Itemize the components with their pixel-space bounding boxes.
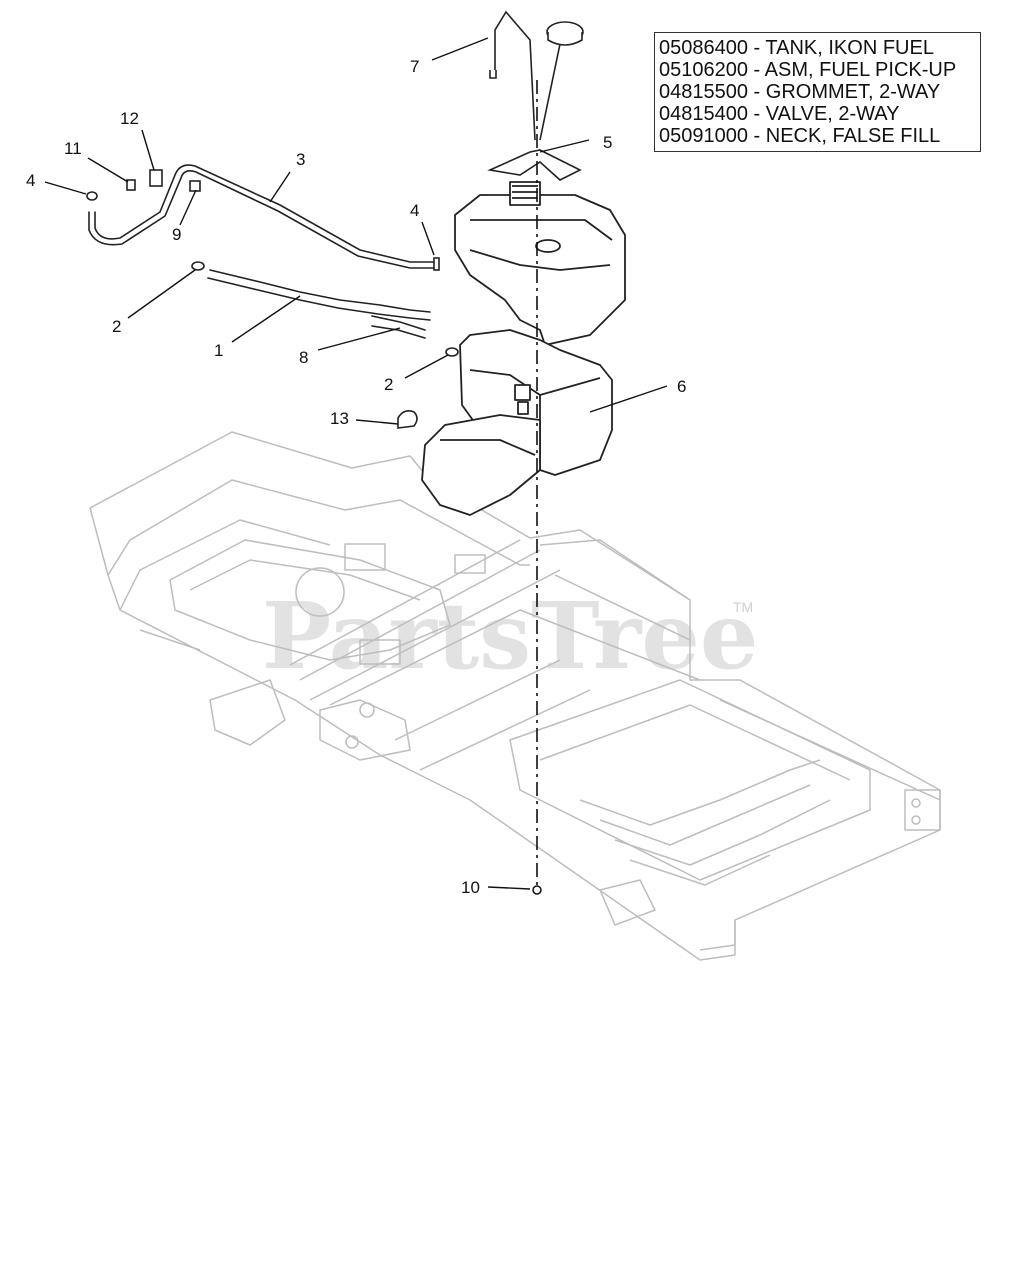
- callout-6: 6: [677, 377, 686, 396]
- legend-part-number: 05091000: [659, 125, 748, 147]
- callout-4-left: 4: [26, 171, 35, 190]
- parts-legend: 05086400 - TANK, IKON FUEL 05106200 - AS…: [654, 32, 981, 152]
- item-10-nut: [532, 885, 542, 895]
- callout-labels: 7 5 12 11 4 3 9 4 2 1 8 2 6 13 10: [26, 57, 686, 897]
- legend-description: TANK, IKON FUEL: [765, 37, 934, 59]
- legend-row: 05086400 - TANK, IKON FUEL: [659, 37, 934, 59]
- legend-part-number: 05106200: [659, 59, 748, 81]
- callout-5: 5: [603, 133, 612, 152]
- callout-2-lower: 2: [384, 375, 393, 394]
- legend-part-number: 04815400: [659, 103, 748, 125]
- watermark-tm: TM: [733, 599, 753, 615]
- callout-10: 10: [461, 878, 480, 897]
- callout-7: 7: [410, 57, 419, 76]
- callout-12: 12: [120, 109, 139, 128]
- callout-4-right: 4: [410, 201, 419, 220]
- callout-9: 9: [172, 225, 181, 244]
- legend-part-number: 04815500: [659, 81, 748, 103]
- legend-description: NECK, FALSE FILL: [765, 125, 941, 147]
- fuel-pickup-assembly: [487, 10, 584, 181]
- legend-row: 05106200 - ASM, FUEL PICK-UP: [659, 59, 957, 81]
- callout-1: 1: [214, 341, 223, 360]
- mower-chassis-frame: [89, 431, 941, 961]
- legend-row: 04815500 - GROMMET, 2-WAY: [659, 81, 941, 103]
- legend-description: VALVE, 2-WAY: [765, 103, 900, 125]
- fuel-hoses: [86, 164, 459, 429]
- legend-row: 05091000 - NECK, FALSE FILL: [659, 125, 941, 147]
- legend-row: 04815400 - VALVE, 2-WAY: [659, 103, 900, 125]
- fuel-tank: [421, 181, 626, 516]
- callout-13: 13: [330, 409, 349, 428]
- callout-3: 3: [296, 150, 305, 169]
- legend-description: GROMMET, 2-WAY: [765, 81, 941, 103]
- callout-2-upper: 2: [112, 317, 121, 336]
- callout-11: 11: [64, 139, 82, 158]
- legend-description: ASM, FUEL PICK-UP: [764, 59, 957, 81]
- legend-part-number: 05086400: [659, 37, 748, 59]
- callout-8: 8: [299, 348, 308, 367]
- leader-lines: [44, 37, 668, 890]
